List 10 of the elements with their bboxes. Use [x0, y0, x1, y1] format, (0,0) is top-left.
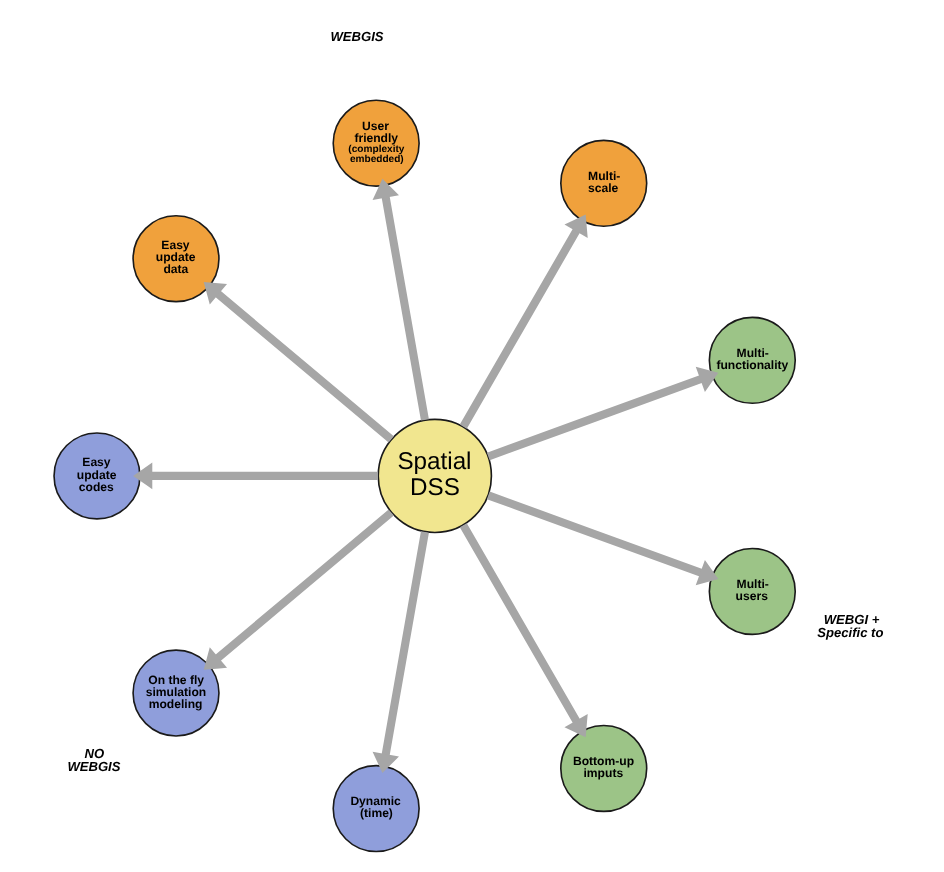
- arrow: [203, 282, 394, 443]
- arrow: [372, 178, 429, 421]
- node-circle: Spatial DSS: [377, 418, 493, 534]
- arrow: [459, 523, 588, 738]
- arrow: [486, 491, 719, 586]
- arrow: [486, 366, 719, 461]
- arrow: [372, 531, 429, 774]
- arrow: [459, 214, 588, 429]
- arrow: [203, 509, 394, 670]
- arrow: [133, 462, 378, 490]
